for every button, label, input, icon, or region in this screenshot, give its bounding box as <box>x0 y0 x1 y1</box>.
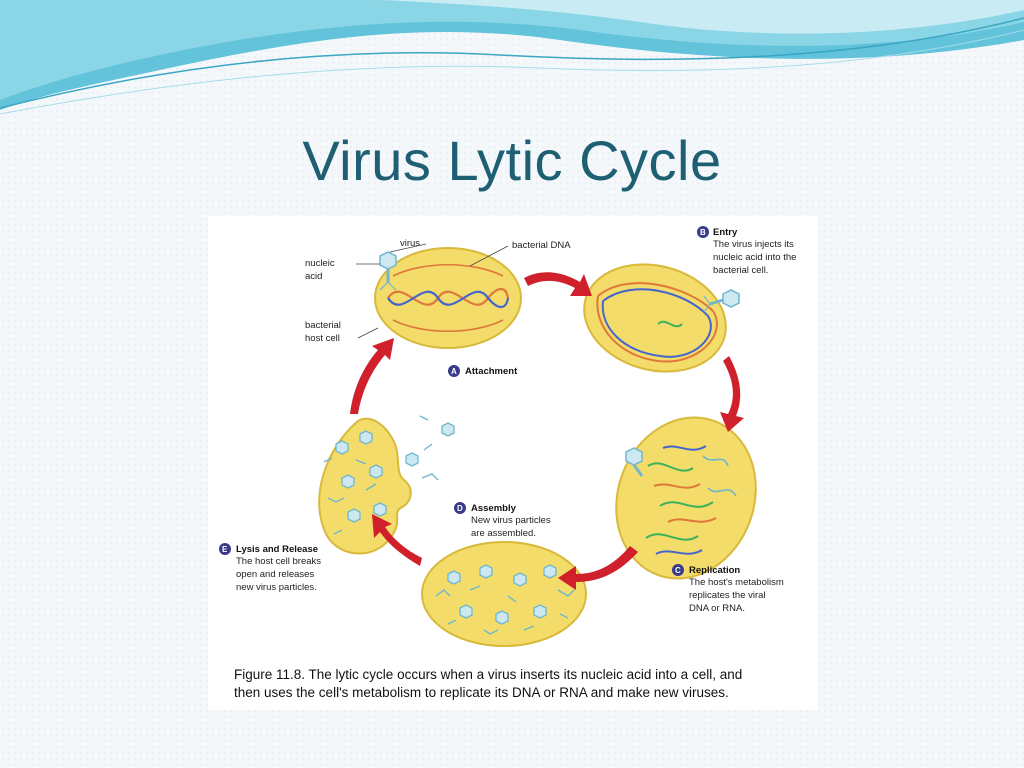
label-bacterial-dna: bacterial DNA <box>512 240 571 251</box>
cell-replication <box>615 416 757 580</box>
virus-icon <box>703 289 740 313</box>
step-assembly: D Assembly New virus particles are assem… <box>454 502 551 539</box>
label-host-cell-1: bacterial <box>305 320 341 331</box>
step-title: Entry <box>713 227 738 238</box>
step-description: The host's metabolism <box>689 577 784 588</box>
step-description: are assembled. <box>471 528 536 539</box>
label-nucleic-acid-1: nucleic <box>305 258 335 269</box>
virus-icon <box>625 447 644 477</box>
step-badge: A <box>451 367 457 376</box>
step-description: bacterial cell. <box>713 265 768 276</box>
caption-line: then uses the cell's metabolism to repli… <box>234 685 729 700</box>
step-description: nucleic acid into the <box>713 252 796 263</box>
step-lysis-release: E Lysis and Release The host cell breaks… <box>219 543 321 593</box>
step-title: Attachment <box>465 366 518 377</box>
step-attachment: A Attachment <box>448 365 518 377</box>
label-leaders <box>356 243 509 339</box>
label-nucleic-acid-2: acid <box>305 271 322 282</box>
caption-line: Figure 11.8. The lytic cycle occurs when… <box>234 667 743 682</box>
cell-attachment <box>374 247 522 349</box>
step-description: DNA or RNA. <box>689 603 745 614</box>
step-badge: B <box>700 228 706 237</box>
cell-entry <box>583 263 740 373</box>
cycle-arrows <box>350 272 744 590</box>
cell-assembly <box>421 541 587 647</box>
label-host-cell-2: host cell <box>305 333 340 344</box>
step-description: open and releases <box>236 569 314 580</box>
step-replication: C Replication The host's metabolism repl… <box>672 564 784 614</box>
figure-caption: Figure 11.8. The lytic cycle occurs when… <box>234 666 814 702</box>
step-description: The virus injects its <box>713 239 794 250</box>
label-virus: virus <box>400 238 420 249</box>
header-wave-decoration <box>0 0 1024 115</box>
step-badge: D <box>457 504 463 513</box>
step-title: Replication <box>689 565 740 576</box>
slide-title: Virus Lytic Cycle <box>302 129 722 192</box>
step-description: The host cell breaks <box>236 556 321 567</box>
lytic-cycle-diagram: virus nucleic acid bacterial DNA bacteri… <box>219 226 796 647</box>
step-title: Lysis and Release <box>236 544 318 555</box>
step-entry: B Entry The virus injects its nucleic ac… <box>697 226 796 276</box>
cell-lysis <box>318 415 455 555</box>
step-badge: E <box>222 545 228 554</box>
step-description: new virus particles. <box>236 582 317 593</box>
virus-icon <box>379 251 397 291</box>
step-badge: C <box>675 566 681 575</box>
lytic-cycle-figure: virus nucleic acid bacterial DNA bacteri… <box>208 216 818 710</box>
step-title: Assembly <box>471 503 517 514</box>
step-description: replicates the viral <box>689 590 766 601</box>
step-description: New virus particles <box>471 515 551 526</box>
